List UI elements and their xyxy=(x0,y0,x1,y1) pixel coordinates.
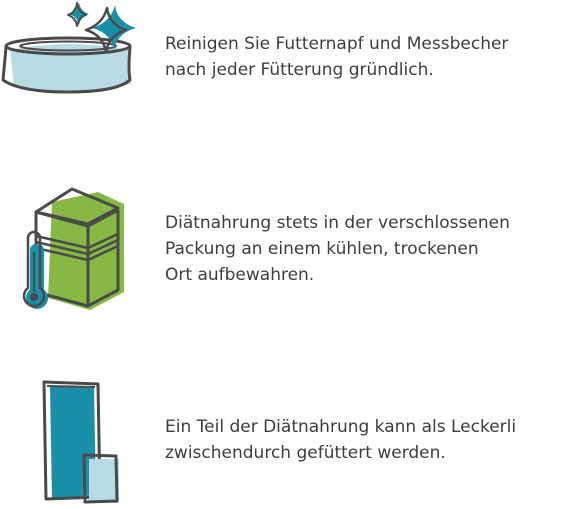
storage-box-thermometer-icon xyxy=(22,187,124,310)
instruction-line: Packung an einem kühlen, trockenen xyxy=(165,239,479,259)
instruction-line: Diätnahrung stets in der verschlossenen xyxy=(165,213,510,233)
instruction-item-food-bag: Ein Teil der Diätnahrung kann als Lecker… xyxy=(0,375,574,509)
instruction-text: Diätnahrung stets in der verschlossenen … xyxy=(165,210,510,288)
instruction-text: Reinigen Sie Futternapf und Messbecher n… xyxy=(165,31,508,83)
instruction-item-storage: Diätnahrung stets in der verschlossenen … xyxy=(0,180,574,320)
instruction-line: Reinigen Sie Futternapf und Messbecher xyxy=(165,34,509,54)
instruction-line: nach jeder Fütterung gründlich. xyxy=(165,60,434,80)
instruction-item-clean-bowl: Reinigen Sie Futternapf und Messbecher n… xyxy=(0,0,574,110)
instruction-text: Ein Teil der Diätnahrung kann als Lecker… xyxy=(165,414,516,466)
clean-bowl-icon xyxy=(1,2,136,94)
instruction-line: Ort aufbewahren. xyxy=(165,265,315,285)
instruction-line: zwischendurch gefüttert werden. xyxy=(165,443,446,463)
instruction-line: Ein Teil der Diätnahrung kann als Lecker… xyxy=(165,417,517,437)
food-bag-icon xyxy=(42,380,119,504)
